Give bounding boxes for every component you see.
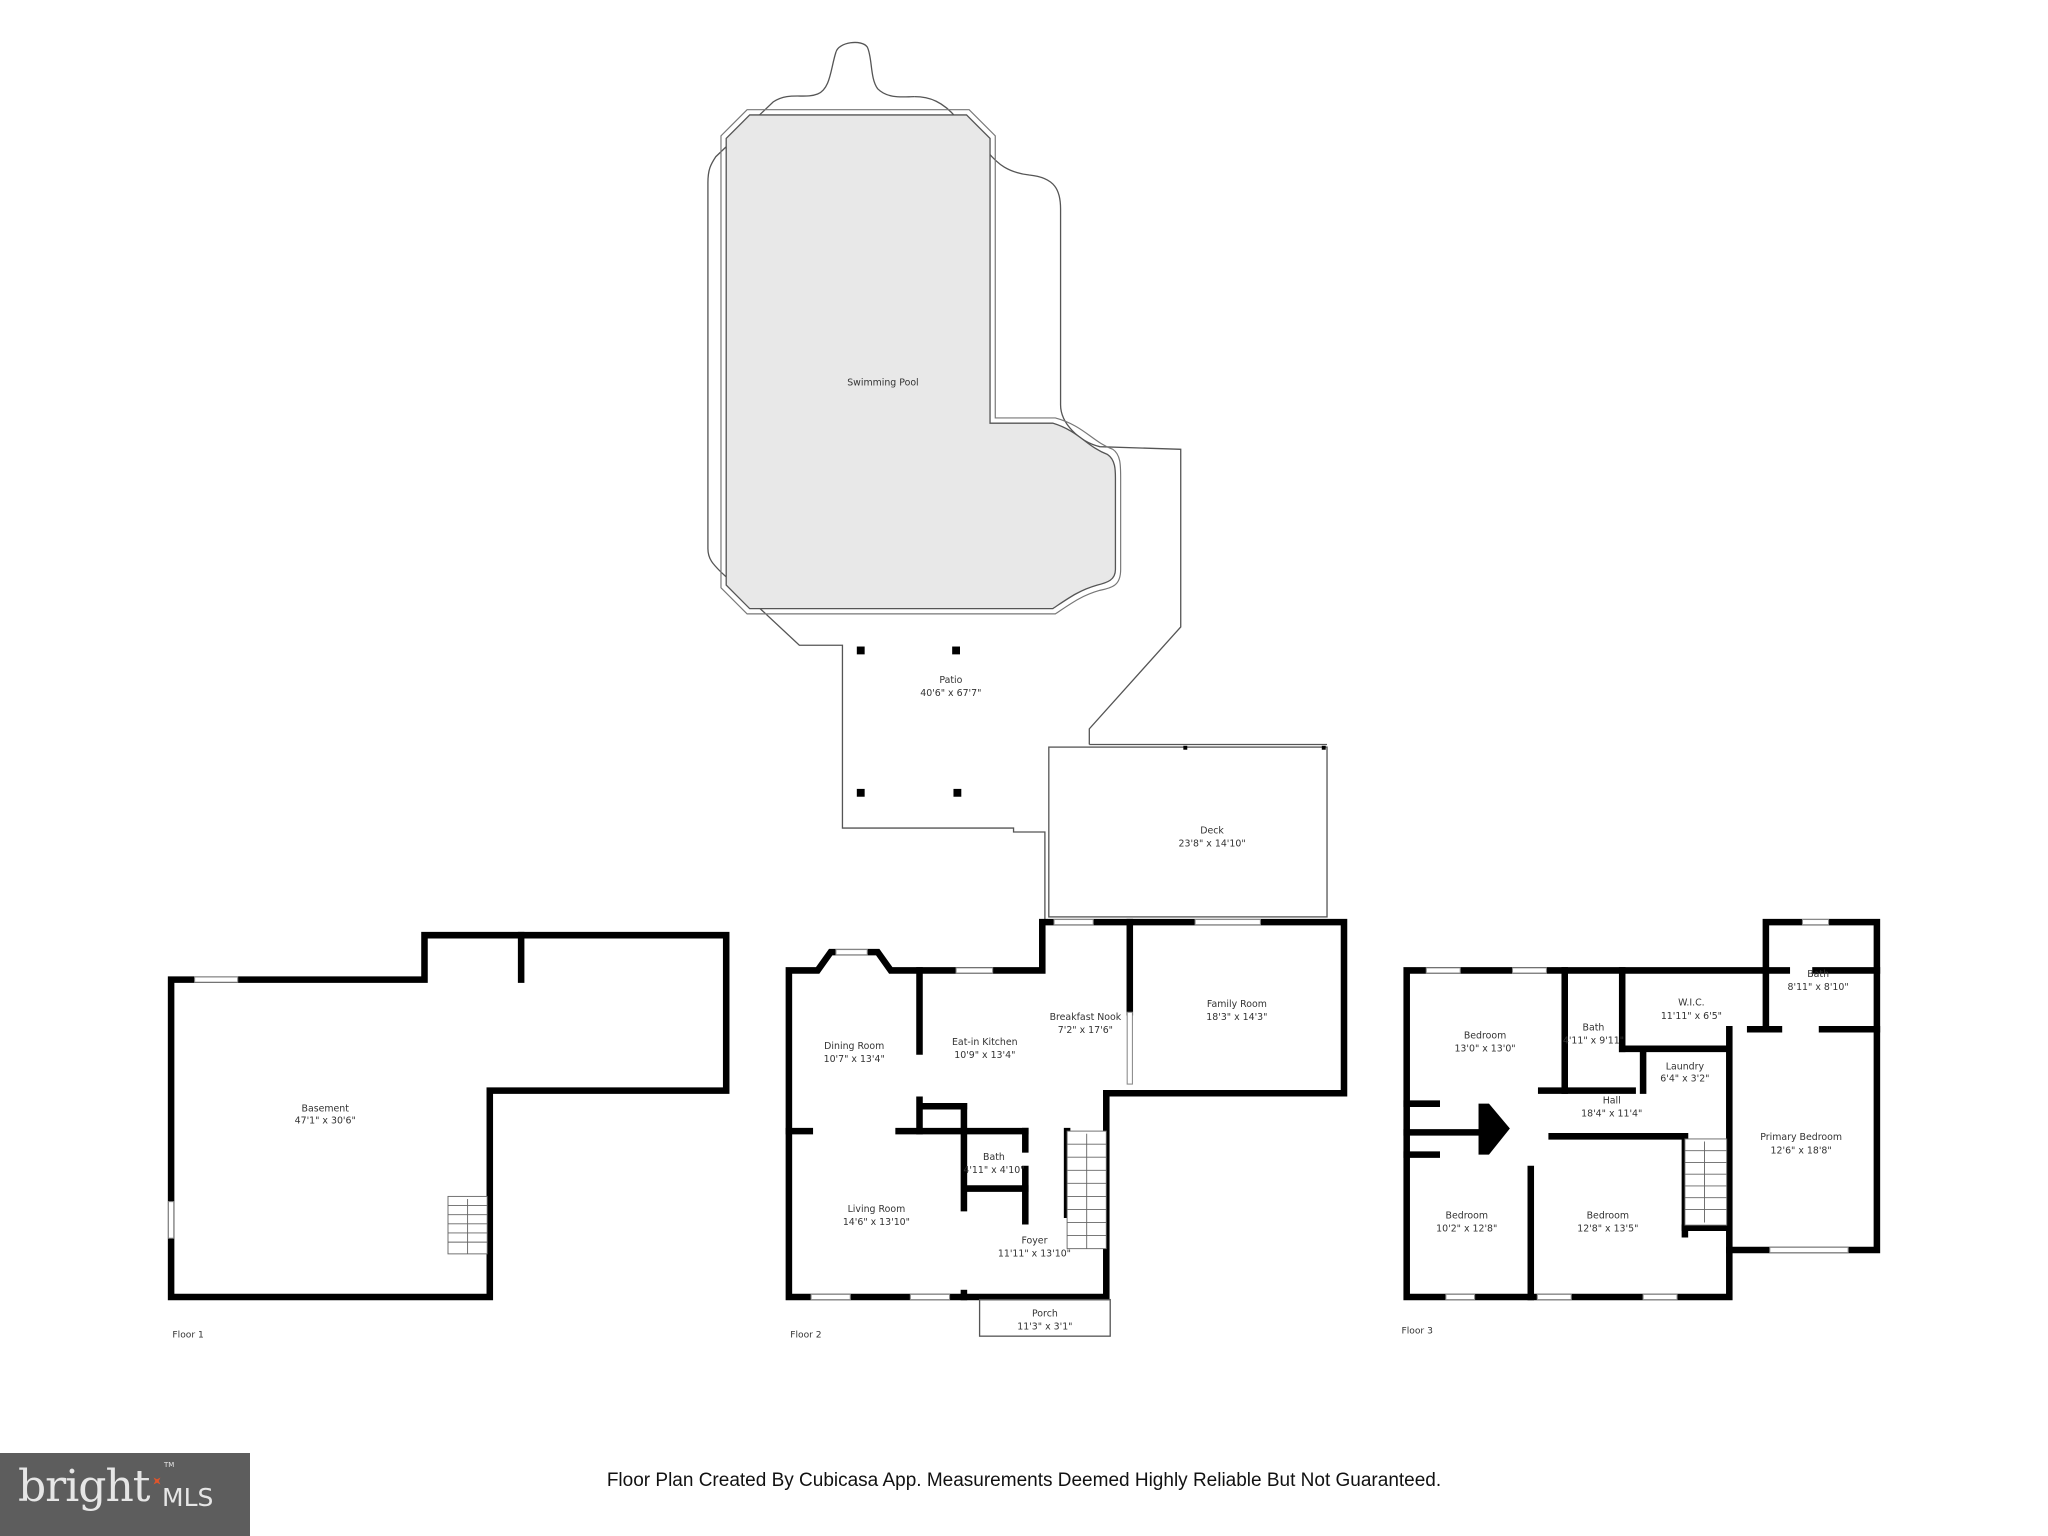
room-dims: 10'9" x 13'4" — [954, 1050, 1015, 1061]
window — [909, 1293, 951, 1301]
floor-1: Basement 47'1" x 30'6" Floor 1 — [167, 931, 730, 1340]
room-dims: 11'11" x 13'10" — [998, 1248, 1071, 1259]
porch-outline — [978, 1298, 1111, 1337]
window — [1445, 1293, 1476, 1301]
floor3-outer-walls — [1403, 918, 1881, 1301]
logo-suffix: MLS — [162, 1483, 214, 1512]
room-label: Hall — [1603, 1096, 1621, 1107]
window — [1769, 1246, 1849, 1254]
chimney — [1478, 1103, 1510, 1155]
window — [1801, 918, 1830, 926]
deck-label: Deck — [1200, 825, 1224, 836]
floor-label: Floor 2 — [790, 1330, 821, 1340]
patio-label: Patio — [939, 675, 962, 686]
floor-2: Dining Room 10'7" x 13'4" Eat-in Kitchen… — [785, 918, 1348, 1340]
room-dims: 11'3" x 3'1" — [1017, 1322, 1072, 1333]
room-dims: 12'8" x 13'5" — [1577, 1224, 1638, 1235]
floor-3: Bedroom 13'0" x 13'0" Bath 4'11" x 9'11"… — [1401, 918, 1881, 1337]
room-label: Bedroom — [1464, 1030, 1506, 1041]
floor-label: Floor 3 — [1401, 1327, 1433, 1337]
floor-label: Floor 1 — [172, 1330, 203, 1340]
patio-post — [952, 646, 960, 655]
window — [1511, 967, 1547, 974]
sliding-door — [1126, 1011, 1133, 1085]
window — [167, 1201, 175, 1239]
room-label: W.I.C. — [1678, 998, 1705, 1009]
room-dims: 11'11" x 6'5" — [1661, 1011, 1722, 1022]
room-label: Dining Room — [824, 1041, 884, 1052]
room-dims: 8'11" x 8'10" — [1788, 982, 1849, 993]
window — [1425, 967, 1461, 974]
room-label: Bedroom — [1446, 1211, 1488, 1222]
room-label: Living Room — [848, 1204, 906, 1215]
swimming-pool — [725, 114, 1117, 610]
window — [810, 1293, 851, 1301]
room-dims: 14'6" x 13'10" — [843, 1217, 910, 1228]
floor2-outer-walls — [785, 918, 1348, 1301]
logo-tm: TM — [164, 1461, 175, 1469]
patio-post — [856, 646, 865, 655]
room-dims: 10'7" x 13'4" — [824, 1054, 885, 1065]
bright-mls-logo: bright TM MLS — [0, 1453, 250, 1536]
room-dims: 18'3" x 14'3" — [1206, 1012, 1267, 1023]
patio-post — [856, 788, 865, 797]
pool-label: Swimming Pool — [847, 377, 918, 388]
room-label: Family Room — [1207, 999, 1267, 1010]
room-label: Primary Bedroom — [1760, 1132, 1842, 1143]
room-dims: 12'6" x 18'8" — [1771, 1145, 1832, 1156]
room-dims: 18'4" x 11'4" — [1581, 1109, 1642, 1120]
basement-walls — [167, 931, 730, 1301]
room-label: Porch — [1032, 1309, 1058, 1320]
room-label: Bedroom — [1587, 1211, 1629, 1222]
room-label: Eat-in Kitchen — [952, 1037, 1018, 1048]
room-label: Foyer — [1021, 1235, 1047, 1246]
room-label: Laundry — [1666, 1062, 1705, 1073]
room-label: Bath — [983, 1152, 1005, 1163]
room-label: Bath — [1583, 1023, 1605, 1034]
window — [955, 967, 994, 974]
room-dims: 4'11" x 4'10" — [963, 1165, 1024, 1176]
room-dims: 6'4" x 3'2" — [1660, 1073, 1709, 1084]
logo-brand: bright — [18, 1461, 150, 1512]
room-label: Basement — [302, 1104, 350, 1115]
room-dims: 10'2" x 12'8" — [1436, 1224, 1497, 1235]
room-label: Bath — [1807, 969, 1829, 980]
deck-outline — [1048, 746, 1328, 918]
disclaimer-text: Floor Plan Created By Cubicasa App. Meas… — [606, 1470, 1442, 1491]
window — [194, 976, 239, 983]
window — [1053, 918, 1094, 926]
room-dims: 47'1" x 30'6" — [295, 1115, 356, 1126]
patio-dims: 40'6" x 67'7" — [920, 688, 981, 699]
room-dims: 4'11" x 9'11" — [1563, 1036, 1624, 1047]
outdoor-area: Swimming Pool Patio 40'6" x 67'7" Deck 2… — [707, 41, 1328, 920]
floor2-stairs — [1066, 1130, 1107, 1250]
room-dims: 13'0" x 13'0" — [1454, 1043, 1515, 1054]
patio-post — [953, 788, 962, 797]
window — [835, 949, 868, 956]
deck-dims: 23'8" x 14'10" — [1179, 838, 1246, 849]
room-dims: 7'2" x 17'6" — [1058, 1025, 1113, 1036]
window — [1536, 1293, 1572, 1301]
room-label: Breakfast Nook — [1050, 1012, 1122, 1023]
basement-stairs — [447, 1195, 488, 1255]
floor3-stairs — [1684, 1138, 1728, 1226]
window — [1194, 918, 1261, 926]
window — [1642, 1293, 1678, 1301]
